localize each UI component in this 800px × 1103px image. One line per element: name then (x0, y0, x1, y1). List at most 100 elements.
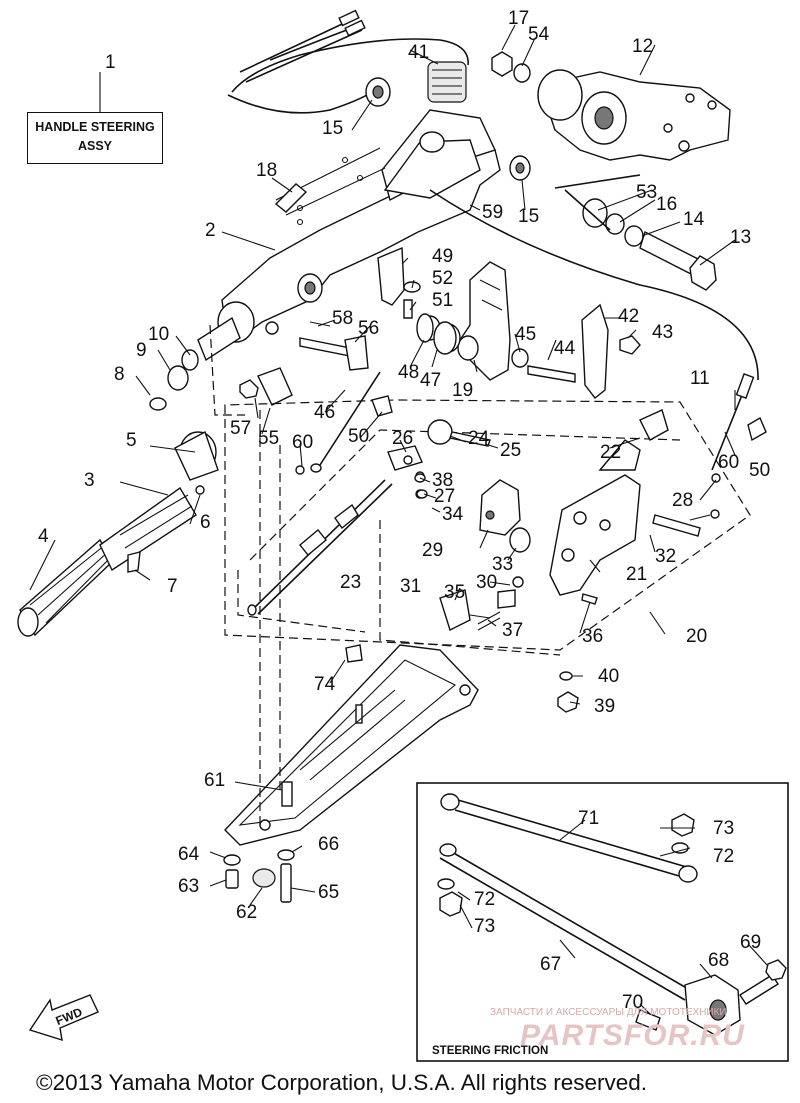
screw-36 (581, 593, 598, 605)
bracket-21 (549, 409, 669, 596)
callout-6: 6 (200, 512, 211, 533)
callout-73-right: 73 (713, 818, 734, 839)
cover-leader-lines (259, 410, 281, 825)
clip-60-left (295, 465, 305, 475)
clip-28 (710, 509, 720, 519)
copyright-notice: ©2013 Yamaha Motor Corporation, U.S.A. A… (36, 1070, 648, 1095)
callout-57: 57 (230, 418, 251, 439)
callout-35: 35 (444, 582, 465, 603)
callout-17: 17 (508, 8, 529, 29)
callout-72-right: 72 (713, 846, 734, 867)
callout-numbers: 1 2 3 4 5 6 7 8 9 10 11 12 13 14 15 15 1… (38, 8, 770, 1028)
callout-9: 9 (136, 340, 147, 361)
callout-52: 52 (432, 268, 453, 289)
handle-steering-assy-box: HANDLE STEERING ASSY (27, 112, 163, 164)
tiller-grip-group (17, 316, 241, 637)
callout-5: 5 (126, 430, 137, 451)
steering-friction-label: STEERING FRICTION (432, 1045, 549, 1057)
callout-60-left: 60 (292, 432, 313, 453)
callout-68: 68 (708, 950, 729, 971)
callout-67: 67 (540, 954, 561, 975)
seal-47 (433, 321, 457, 355)
callout-74: 74 (314, 674, 336, 695)
callout-10: 10 (148, 324, 169, 345)
throttle-cables (227, 9, 469, 114)
callout-72-left: 72 (474, 889, 495, 910)
callout-61: 61 (204, 770, 225, 791)
washer-40 (559, 671, 573, 681)
callout-15-lower: 15 (518, 206, 539, 227)
seal-48 (416, 313, 434, 343)
callout-36: 36 (582, 626, 603, 647)
bushing-upper (365, 77, 391, 107)
steering-friction-parts (437, 793, 787, 1036)
callout-54: 54 (528, 24, 550, 45)
watermark-logo: PARTSFOR.RU (520, 1019, 745, 1052)
callout-50-right: 50 (749, 460, 770, 481)
watermark-text: ЗАПЧАСТИ И АКСЕССУАРЫ ДЛЯ МОТОТЕХНИКИ (490, 1007, 727, 1018)
washer-27 (416, 489, 428, 499)
fwd-arrow-icon (28, 994, 99, 1042)
callout-50-left: 50 (348, 426, 369, 447)
callout-20: 20 (686, 626, 707, 647)
callout-22: 22 (600, 442, 621, 463)
nut-17 (491, 51, 513, 77)
assembly-outline-20 (209, 324, 751, 656)
callout-42: 42 (618, 306, 639, 327)
callout-4: 4 (38, 526, 49, 547)
callout-26: 26 (392, 428, 413, 449)
callout-28: 28 (672, 490, 693, 511)
washer-54 (513, 63, 531, 83)
bushing-lower (509, 155, 531, 181)
callout-51: 51 (432, 290, 453, 311)
clip-60-right (711, 473, 721, 483)
bolt-43 (619, 335, 641, 355)
steering-arm-2 (217, 109, 501, 343)
callout-19: 19 (452, 380, 473, 401)
lower-cover-61 (224, 644, 479, 846)
callout-73-left: 73 (474, 916, 495, 937)
callout-18: 18 (256, 160, 277, 181)
callout-53: 53 (636, 182, 657, 203)
callout-38: 38 (432, 470, 453, 491)
shift-cable-11 (429, 189, 767, 471)
callout-21: 21 (626, 564, 647, 585)
assy-label-line1: HANDLE STEERING (35, 120, 155, 134)
callout-23: 23 (340, 572, 361, 593)
callout-1: 1 (105, 52, 116, 73)
callout-12: 12 (632, 36, 653, 57)
callout-2: 2 (205, 220, 216, 241)
callout-7: 7 (167, 576, 178, 597)
steering-bracket-12 (537, 69, 731, 161)
callout-33: 33 (492, 554, 513, 575)
grommet-part (427, 61, 467, 103)
callout-64: 64 (178, 844, 200, 865)
callout-29: 29 (422, 540, 443, 561)
callout-37: 37 (502, 620, 523, 641)
callout-27: 27 (434, 486, 455, 507)
steering-friction-inset-box (416, 782, 789, 1062)
callout-3: 3 (84, 470, 95, 491)
callout-45: 45 (515, 324, 536, 345)
callout-32: 32 (655, 546, 676, 567)
lever-42 (581, 303, 609, 399)
callout-70: 70 (622, 992, 643, 1013)
callout-16: 16 (656, 194, 677, 215)
callout-56: 56 (358, 318, 379, 339)
callout-49: 49 (432, 246, 453, 267)
callout-41: 41 (408, 42, 429, 63)
pin-74 (345, 644, 363, 663)
callout-69: 69 (740, 932, 761, 953)
assy-label-line2: ASSY (77, 139, 113, 153)
callout-63: 63 (178, 876, 199, 897)
callout-44: 44 (554, 338, 576, 359)
clip-50-left (371, 395, 393, 417)
callout-25: 25 (500, 440, 521, 461)
pins-56-58 (299, 321, 369, 371)
callout-14: 14 (683, 209, 705, 230)
callout-62: 62 (236, 902, 257, 923)
callout-30: 30 (476, 572, 497, 593)
fasteners-62-66 (223, 849, 295, 903)
